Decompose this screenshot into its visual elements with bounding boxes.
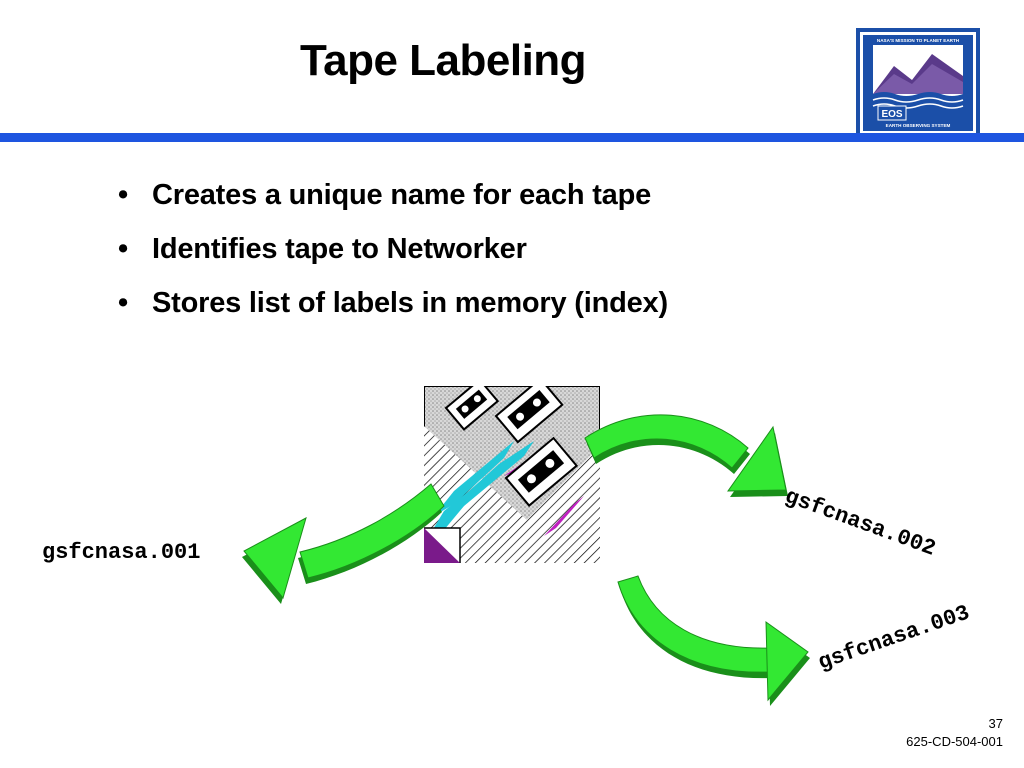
slide-title: Tape Labeling	[300, 36, 587, 85]
header-rule	[0, 133, 1024, 142]
tape-label-left: gsfcnasa.001	[42, 540, 201, 565]
document-id: 625-CD-504-001	[906, 734, 1003, 749]
bullet-dot: •	[118, 233, 128, 265]
bullet-item: • Creates a unique name for each tape	[118, 176, 668, 230]
bullet-list: • Creates a unique name for each tape • Id…	[118, 176, 668, 338]
tape-label-upper-right: gsfcnasa.002	[781, 484, 939, 562]
tape-label-lower-right: gsfcnasa.003	[815, 600, 973, 676]
bullet-text: Creates a unique name for each tape	[152, 179, 652, 211]
logo-bottom-text: EARTH OBSERVING SYSTEM	[886, 123, 951, 128]
bullet-item: • Stores list of labels in memory (index)	[118, 284, 668, 338]
logo-top-text: NASA'S MISSION TO PLANET EARTH	[877, 38, 960, 43]
curved-arrow-icon	[242, 483, 445, 604]
logo-badge-text: EOS	[881, 109, 902, 120]
eos-logo-icon: EOS NASA'S MISSION TO PLANET EARTH EARTH…	[856, 28, 980, 138]
bullet-dot: •	[118, 287, 128, 319]
curved-arrow-icon	[584, 414, 788, 497]
curved-arrow-icon	[617, 575, 810, 706]
page-number: 37	[988, 716, 1003, 731]
bullet-item: • Identifies tape to Networker	[118, 230, 668, 284]
bullet-dot: •	[118, 179, 128, 211]
bullet-text: Stores list of labels in memory (index)	[152, 287, 668, 319]
tape-cassettes-icon	[424, 386, 600, 563]
bullet-text: Identifies tape to Networker	[152, 233, 527, 265]
